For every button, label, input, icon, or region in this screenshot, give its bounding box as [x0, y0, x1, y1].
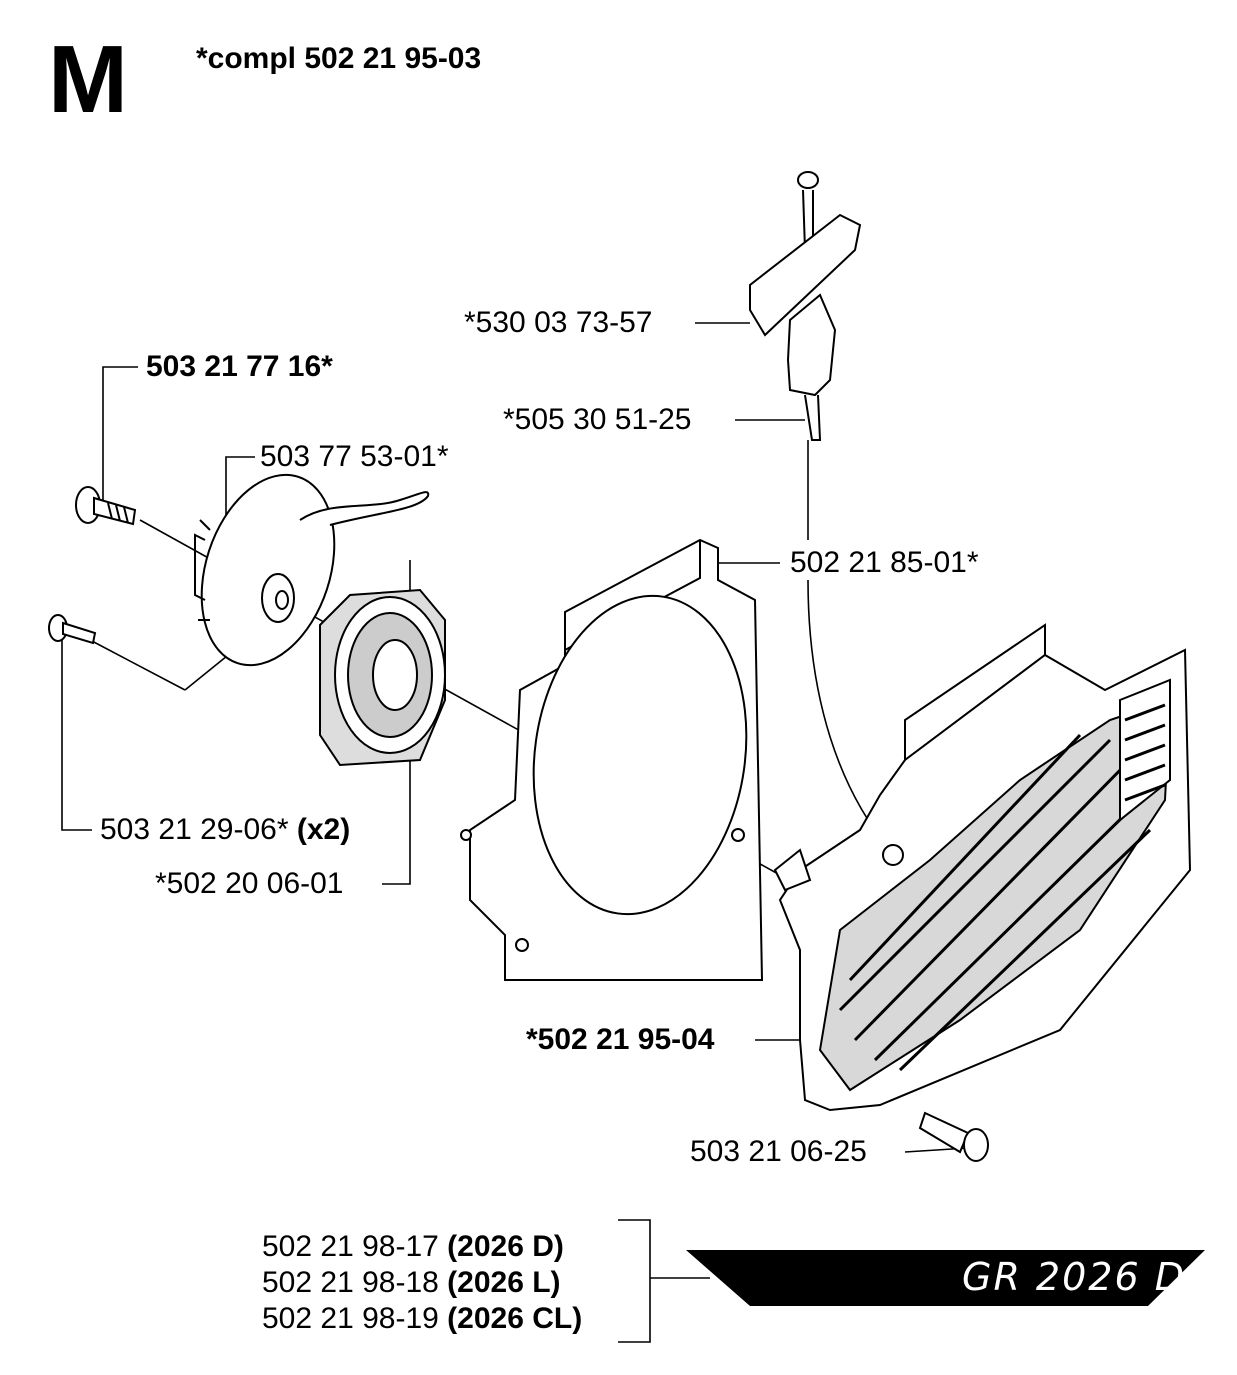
part-quantity: (x2)	[296, 813, 351, 846]
model-row: 502 21 98-19 (2026 CL)	[262, 1304, 582, 1334]
model-part-number: 502 21 98-19	[262, 1302, 439, 1335]
part-number: 503 21 29-06*	[100, 813, 289, 846]
banner-text: GR 2026 D	[962, 1255, 1186, 1299]
part-label-fan-cover: 502 21 85-01*	[790, 546, 979, 579]
fan-cover-part	[460, 538, 764, 981]
model-name: (2026 D)	[447, 1230, 564, 1263]
screw-small-part	[48, 614, 97, 645]
starter-housing-part	[773, 623, 1192, 1112]
pulley-part	[194, 473, 430, 667]
part-label-spring-cassette: *502 20 06-01	[155, 867, 344, 900]
handle-part	[749, 171, 862, 441]
part-label-pulley: 503 77 53-01*	[260, 440, 449, 473]
part-label-rope: *505 30 51-25	[503, 403, 692, 436]
model-row: 502 21 98-18 (2026 L)	[262, 1268, 561, 1298]
part-label-screw-small: 503 21 29-06* (x2)	[100, 815, 350, 845]
leader-bolt-large	[102, 366, 138, 500]
part-label-handle: *530 03 73-57	[464, 306, 653, 339]
model-part-number: 502 21 98-18	[262, 1266, 439, 1299]
assembly-number: *compl 502 21 95-03	[196, 42, 482, 75]
model-banner	[686, 1250, 1205, 1306]
spring-cassette-part	[319, 588, 446, 767]
part-label-starter-housing: *502 21 95-04	[526, 1023, 715, 1056]
model-name: (2026 L)	[447, 1266, 561, 1299]
part-label-bolt-large: 503 21 77 16*	[146, 350, 333, 383]
section-letter: M	[48, 26, 128, 133]
leader-models-bracket	[618, 1219, 651, 1343]
model-part-number: 502 21 98-17	[262, 1230, 439, 1263]
model-row: 502 21 98-17 (2026 D)	[262, 1232, 564, 1262]
screw-housing-part	[918, 1111, 989, 1162]
model-name: (2026 CL)	[447, 1302, 583, 1335]
axis-line-lower	[89, 639, 186, 691]
bolt-large-part	[75, 486, 137, 526]
leader-pulley	[225, 456, 255, 525]
part-label-screw-housing: 503 21 06-25	[690, 1135, 867, 1168]
leader-screw-small	[61, 640, 92, 831]
